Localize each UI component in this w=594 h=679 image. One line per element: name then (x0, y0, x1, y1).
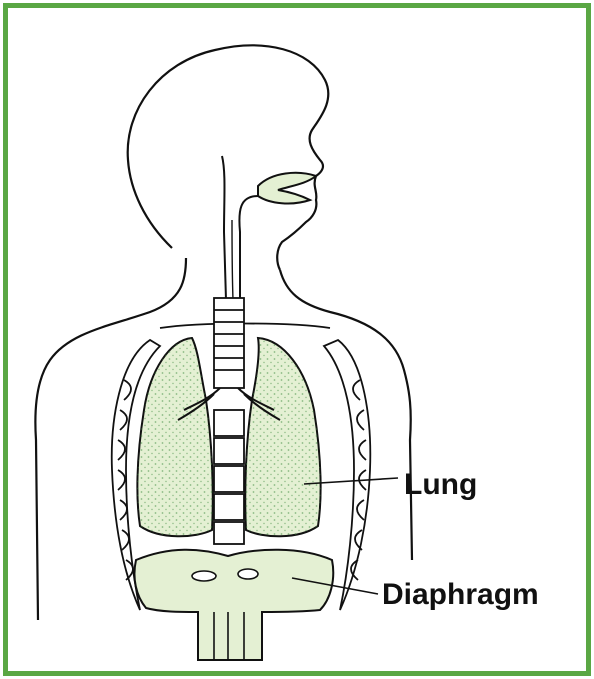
nasal-cavity (258, 173, 316, 204)
diaphragm (134, 550, 333, 660)
spine (214, 410, 244, 544)
diaphragm-label: Diaphragm (382, 578, 539, 611)
trachea (214, 298, 244, 388)
lung-label: Lung (404, 468, 477, 501)
throat (222, 156, 258, 300)
head-outline (128, 45, 329, 270)
